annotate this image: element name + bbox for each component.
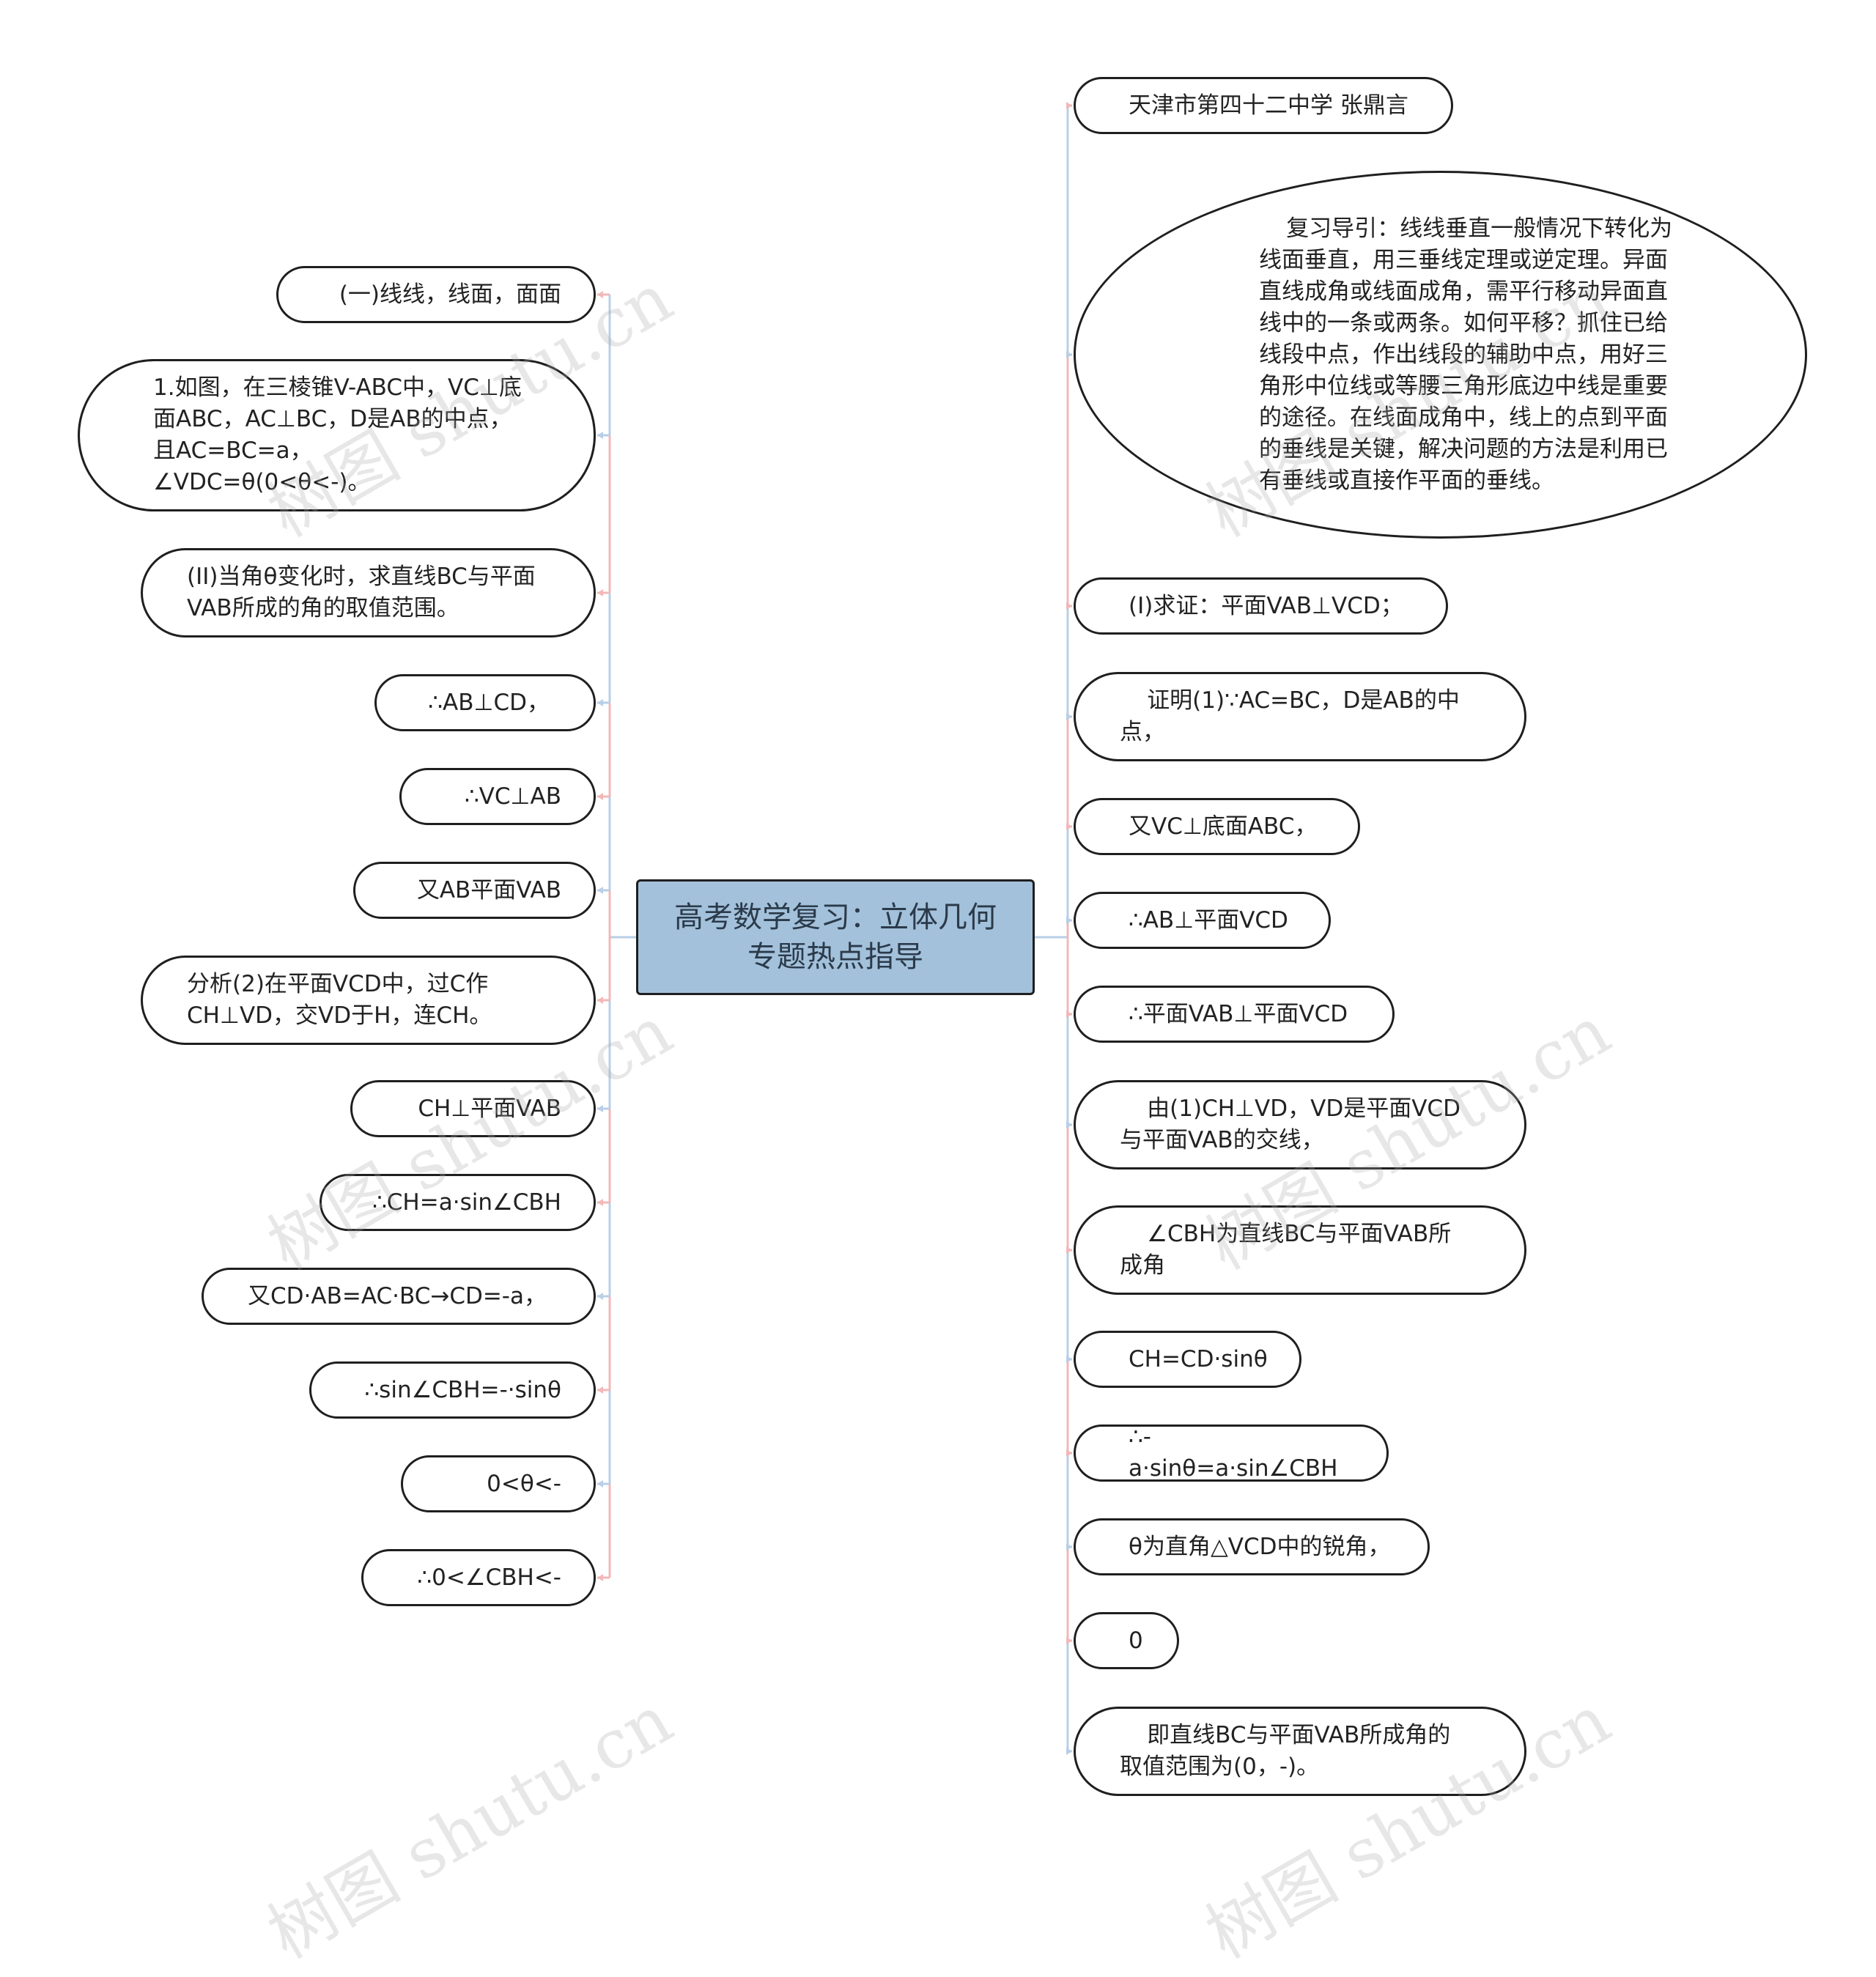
connector-arrow — [1066, 102, 1072, 109]
connector-arrow — [1066, 351, 1072, 358]
node-text: ∠CBH为直线BC与平面VAB所成角 — [1120, 1221, 1452, 1279]
connector-arrow — [597, 1480, 603, 1488]
connector-arrow — [597, 589, 603, 596]
node-text: 证明(1)∵AC=BC，D是AB的中点， — [1120, 687, 1460, 745]
connector-arrow — [597, 1105, 603, 1112]
right-node[interactable]: 又VC⊥底面ABC， — [1074, 798, 1360, 855]
connector-arrow — [1066, 917, 1072, 924]
right-node[interactable]: θ为直角△VCD中的锐角， — [1074, 1518, 1430, 1575]
connector-arrow — [1066, 1010, 1072, 1018]
connector-arrow — [597, 432, 603, 439]
left-node[interactable]: 又AB平面VAB — [353, 862, 596, 919]
node-text: 1.如图，在三棱锥V-ABC中，VC⊥底面ABC，AC⊥BC，D是AB的中点，且… — [153, 374, 522, 495]
connector-arrow — [1066, 1637, 1072, 1644]
root-node[interactable]: 高考数学复习：立体几何专题热点指导 — [636, 879, 1035, 995]
right-node[interactable]: 0 — [1074, 1612, 1179, 1669]
node-text: ∴AB⊥平面VCD — [1129, 906, 1288, 934]
right-node[interactable]: 天津市第四十二中学 张鼎言 — [1074, 77, 1453, 134]
right-node[interactable]: (I)求证：平面VAB⊥VCD； — [1074, 577, 1448, 635]
node-text: 又CD·AB=AC·BC→CD=-a， — [248, 1282, 547, 1309]
node-text: 0 — [1129, 1627, 1143, 1654]
left-node[interactable]: CH⊥平面VAB — [350, 1080, 596, 1137]
mind-map-canvas: 高考数学复习：立体几何专题热点指导 (一)线线，线面，面面 1.如图，在三棱锥V… — [78, 77, 1807, 1974]
node-text: ∴CH=a·sin∠CBH — [372, 1189, 561, 1216]
node-text: ∴sin∠CBH=-·sinθ — [364, 1376, 561, 1403]
connector-arrow — [1066, 713, 1072, 720]
connector-arrow — [1066, 1121, 1072, 1128]
node-text: ∴-a·sinθ=a·sin∠CBH — [1129, 1424, 1338, 1482]
left-node[interactable]: 又CD·AB=AC·BC→CD=-a， — [202, 1268, 596, 1325]
left-node[interactable]: ∴AB⊥CD， — [374, 674, 596, 731]
root-title: 高考数学复习：立体几何专题热点指导 — [674, 901, 997, 974]
node-text: ∴0<∠CBH<- — [417, 1564, 561, 1591]
node-text: 天津市第四十二中学 张鼎言 — [1129, 92, 1408, 119]
node-text: (I)求证：平面VAB⊥VCD； — [1129, 592, 1403, 619]
connector-arrow — [597, 1386, 603, 1394]
connector-arrow — [597, 1293, 603, 1300]
left-node[interactable]: (II)当角θ变化时，求直线BC与平面VAB所成的角的取值范围。 — [141, 548, 596, 638]
node-text: 0<θ<- — [487, 1470, 561, 1497]
connector-arrow — [597, 1199, 603, 1206]
node-text: 又AB平面VAB — [416, 876, 561, 903]
node-text: 分析(2)在平面VCD中，过C作CH⊥VD，交VD于H，连CH。 — [187, 971, 492, 1029]
left-node[interactable]: ∴VC⊥AB — [399, 768, 596, 825]
node-text: 又VC⊥底面ABC， — [1129, 813, 1318, 840]
connector-arrow — [1066, 1246, 1072, 1254]
node-text: (II)当角θ变化时，求直线BC与平面VAB所成的角的取值范围。 — [187, 563, 536, 621]
right-node[interactable]: CH=CD·sinθ — [1074, 1331, 1301, 1388]
left-node[interactable]: ∴CH=a·sin∠CBH — [320, 1174, 596, 1231]
node-text: ∴VC⊥AB — [464, 783, 561, 810]
node-text: ∴平面VAB⊥平面VCD — [1129, 1000, 1348, 1027]
left-node[interactable]: (一)线线，线面，面面 — [276, 266, 596, 323]
right-node[interactable]: 由(1)CH⊥VD，VD是平面VCD与平面VAB的交线， — [1074, 1080, 1526, 1169]
node-text: CH=CD·sinθ — [1129, 1345, 1268, 1372]
connector-arrow — [1066, 1543, 1072, 1551]
connector-arrow — [1066, 823, 1072, 830]
left-node[interactable]: 0<θ<- — [401, 1455, 596, 1512]
connector-arrow — [597, 291, 603, 298]
node-text: θ为直角△VCD中的锐角， — [1129, 1533, 1391, 1560]
right-node[interactable]: ∴平面VAB⊥平面VCD — [1074, 986, 1395, 1043]
node-text: 由(1)CH⊥VD，VD是平面VCD与平面VAB的交线， — [1120, 1095, 1460, 1153]
right-node[interactable]: ∴-a·sinθ=a·sin∠CBH — [1074, 1424, 1389, 1482]
node-text: ∴AB⊥CD， — [428, 689, 550, 716]
connector-arrow — [597, 793, 603, 800]
connector-arrow — [597, 887, 603, 894]
connector-arrow — [1066, 602, 1072, 610]
left-node[interactable]: 1.如图，在三棱锥V-ABC中，VC⊥底面ABC，AC⊥BC，D是AB的中点，且… — [78, 359, 596, 511]
left-node[interactable]: ∴sin∠CBH=-·sinθ — [309, 1361, 596, 1419]
connector-arrow — [1066, 1748, 1072, 1755]
right-node[interactable]: 即直线BC与平面VAB所成角的取值范围为(0，-)。 — [1074, 1707, 1526, 1796]
right-node[interactable]: ∴AB⊥平面VCD — [1074, 892, 1331, 949]
connector-arrow — [597, 997, 603, 1004]
connector-lines — [597, 102, 1072, 1755]
right-node[interactable]: 复习导引：线线垂直一般情况下转化为线面垂直，用三垂线定理或逆定理。异面直线成角或… — [1074, 171, 1807, 539]
connector-arrow — [597, 1574, 603, 1581]
right-node[interactable]: 证明(1)∵AC=BC，D是AB的中点， — [1074, 672, 1526, 761]
node-text: CH⊥平面VAB — [418, 1095, 561, 1122]
connector-arrow — [1066, 1356, 1072, 1363]
left-node[interactable]: ∴0<∠CBH<- — [361, 1549, 596, 1606]
right-node[interactable]: ∠CBH为直线BC与平面VAB所成角 — [1074, 1205, 1526, 1295]
connector-arrow — [1066, 1449, 1072, 1457]
connector-arrow — [597, 699, 603, 706]
node-text: (一)线线，线面，面面 — [339, 281, 561, 308]
left-node[interactable]: 分析(2)在平面VCD中，过C作CH⊥VD，交VD于H，连CH。 — [141, 956, 596, 1045]
node-text: 即直线BC与平面VAB所成角的取值范围为(0，-)。 — [1120, 1722, 1451, 1780]
node-text: 复习导引：线线垂直一般情况下转化为线面垂直，用三垂线定理或逆定理。异面直线成角或… — [1259, 215, 1673, 494]
